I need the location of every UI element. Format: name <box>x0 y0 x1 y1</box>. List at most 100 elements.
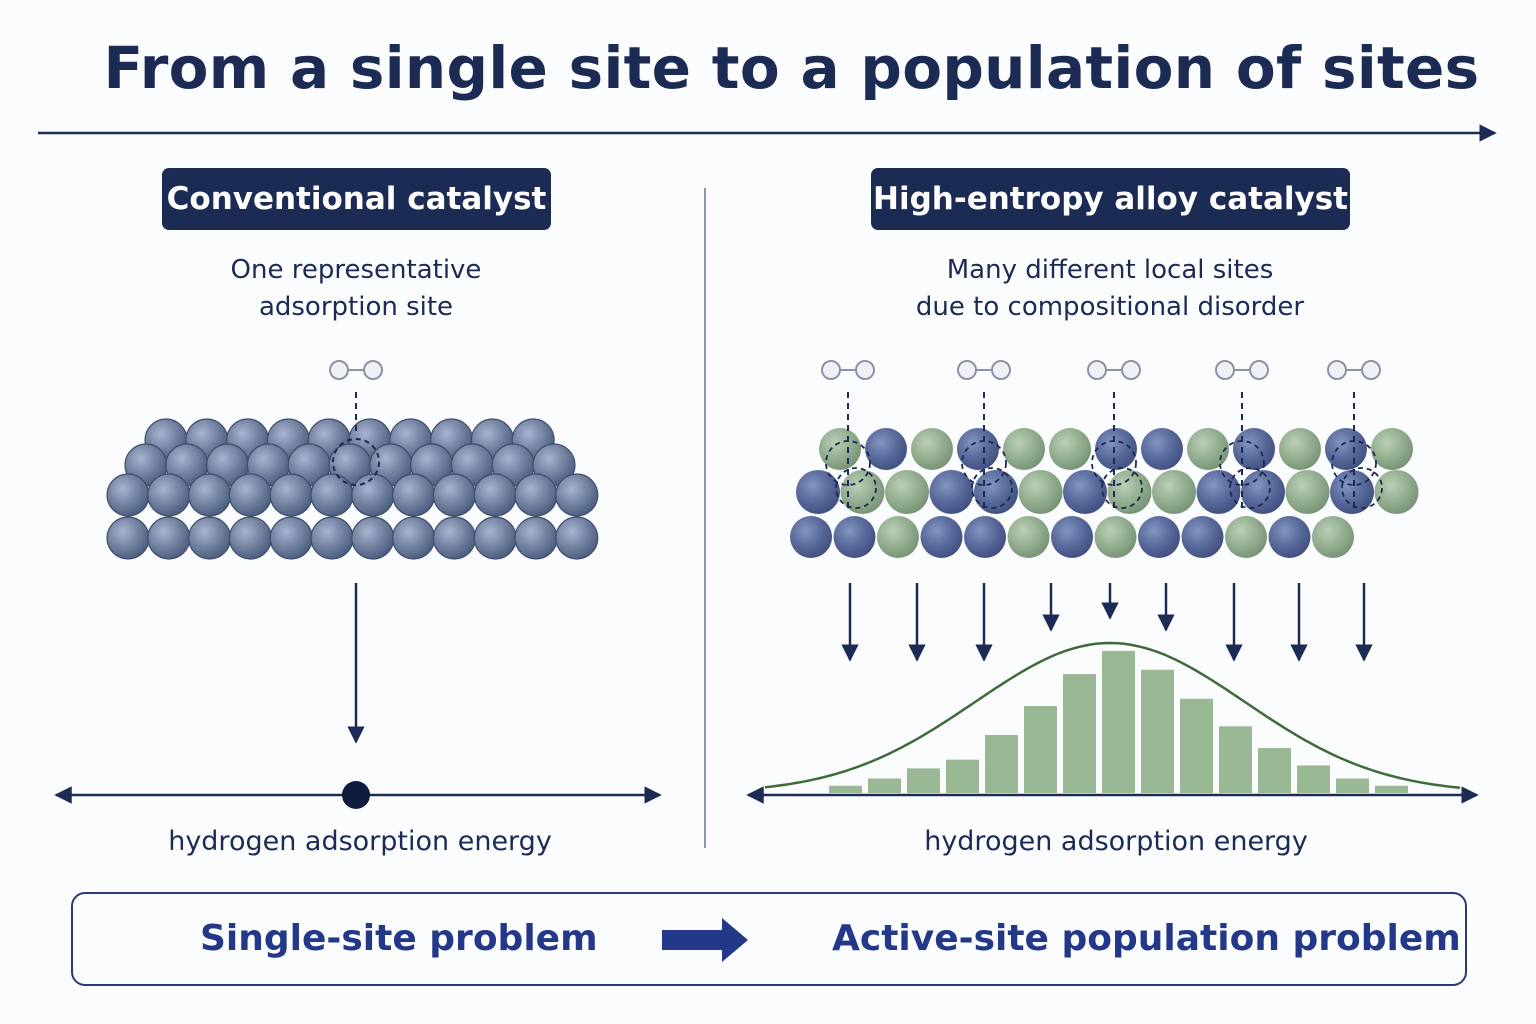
badge-label: Conventional catalyst <box>166 181 547 217</box>
h2-molecule-icon <box>821 360 841 380</box>
metal-atom-blue <box>796 470 840 514</box>
metal-atom-blue <box>833 516 876 558</box>
metal-atom-green <box>1285 470 1330 514</box>
metal-atom <box>228 516 272 560</box>
h2-molecule-icon <box>1327 360 1347 380</box>
metal-atom <box>555 473 599 517</box>
single-energy-point <box>342 781 370 809</box>
metal-atom-green <box>1187 428 1229 470</box>
metal-atom-blue <box>1095 428 1137 470</box>
adsorption-site-marker <box>835 467 877 509</box>
metal-atom-green <box>885 470 929 514</box>
adsorption-site-marker <box>1341 467 1383 509</box>
histogram-bar <box>1219 726 1252 793</box>
metal-atom <box>269 516 313 560</box>
badge-label: High-entropy alloy catalyst <box>873 181 1348 217</box>
metal-atom-green <box>1312 516 1354 558</box>
metal-atom <box>473 516 517 560</box>
metal-atom <box>188 473 232 517</box>
metal-atom <box>392 473 436 517</box>
left-axis-label: hydrogen adsorption energy <box>168 826 552 857</box>
metal-atom-blue <box>920 516 963 558</box>
metal-atom <box>351 516 395 560</box>
metal-atom-blue <box>1141 428 1183 470</box>
histogram-bar <box>1102 650 1135 793</box>
metal-atom-green <box>1371 428 1413 470</box>
h2-molecule-icon <box>1087 360 1107 380</box>
h2-molecule-icon <box>329 360 383 380</box>
adsorption-site-marker <box>971 467 1013 509</box>
metal-atom <box>392 516 436 560</box>
histogram-bar <box>1024 706 1057 793</box>
metal-atom-blue <box>1051 516 1093 558</box>
metal-atom-green <box>840 470 885 514</box>
metal-atom-green <box>1049 428 1091 470</box>
energy-histogram <box>829 650 1408 793</box>
metal-atom <box>269 473 313 517</box>
metal-atom <box>351 473 395 517</box>
conventional-catalyst-badge: Conventional catalyst <box>162 168 551 230</box>
h2-molecule-icon <box>957 360 977 380</box>
metal-atom <box>432 516 476 560</box>
h2-molecule-icon <box>855 360 875 380</box>
h2-molecule-icon <box>1361 360 1381 380</box>
histogram-bar <box>1180 698 1213 793</box>
metal-atom-blue <box>1233 428 1275 470</box>
metal-atom-blue <box>790 516 832 558</box>
distribution-curve <box>764 641 1461 790</box>
metal-atom <box>514 473 558 517</box>
hea-description: Many different local sites due to compos… <box>915 255 1305 322</box>
histogram-bar <box>868 778 901 793</box>
hea-adsorption-sites <box>821 360 1383 512</box>
h2-molecule-icon <box>1249 360 1269 380</box>
metal-atom <box>188 516 232 560</box>
metal-atom-blue <box>865 428 907 470</box>
right-axis-label: hydrogen adsorption energy <box>924 826 1308 857</box>
adsorption-site-marker <box>1331 440 1377 486</box>
metal-atom-blue <box>964 516 1006 558</box>
metal-atom-blue <box>1268 516 1311 558</box>
metal-atom-blue <box>957 428 999 470</box>
hea-catalyst-badge: High-entropy alloy catalyst <box>871 168 1350 230</box>
histogram-bar <box>907 768 940 793</box>
metal-atom-green <box>911 428 953 470</box>
metal-atom-blue <box>1138 516 1180 558</box>
metal-atom-green <box>1279 428 1321 470</box>
metal-atom-green <box>1225 516 1267 558</box>
page-title: From a single site to a population of si… <box>103 34 1480 102</box>
population-problem-label: Active-site population problem <box>832 918 1461 959</box>
histogram-bar <box>1258 748 1291 793</box>
metal-atom <box>310 516 354 560</box>
histogram-bar <box>1297 765 1330 793</box>
energy-mapping-arrows <box>841 583 1373 662</box>
metal-atom-green <box>877 516 919 558</box>
h2-molecule-icon <box>1215 360 1235 380</box>
single-site-problem-label: Single-site problem <box>200 918 598 959</box>
metal-atom-green <box>1007 516 1050 558</box>
adsorption-site-marker <box>961 440 1007 486</box>
metal-atom <box>432 473 476 517</box>
histogram-bar <box>985 735 1018 793</box>
metal-atom <box>555 516 599 560</box>
metal-atom-green <box>1152 470 1196 514</box>
metal-atom <box>310 473 354 517</box>
hea-catalyst-surface <box>790 428 1419 558</box>
histogram-bar <box>1141 669 1174 793</box>
metal-atom <box>228 473 272 517</box>
adsorption-site-marker <box>1219 440 1265 486</box>
adsorption-site-marker <box>1091 440 1137 486</box>
metal-atom-blue <box>1181 516 1224 558</box>
metal-atom-blue <box>1063 470 1107 514</box>
adsorption-site-marker <box>332 438 380 486</box>
histogram-bar <box>946 759 979 793</box>
adsorption-site-marker <box>825 440 871 486</box>
h2-molecule-icon <box>991 360 1011 380</box>
adsorption-site-marker <box>1101 467 1143 509</box>
metal-atom-green <box>1003 428 1045 470</box>
metal-atom-green <box>819 428 861 470</box>
h2-molecule-icon <box>1121 360 1141 380</box>
metal-atom-green <box>1374 470 1419 514</box>
metal-atom <box>473 473 517 517</box>
conventional-description: One representative adsorption site <box>230 255 482 322</box>
